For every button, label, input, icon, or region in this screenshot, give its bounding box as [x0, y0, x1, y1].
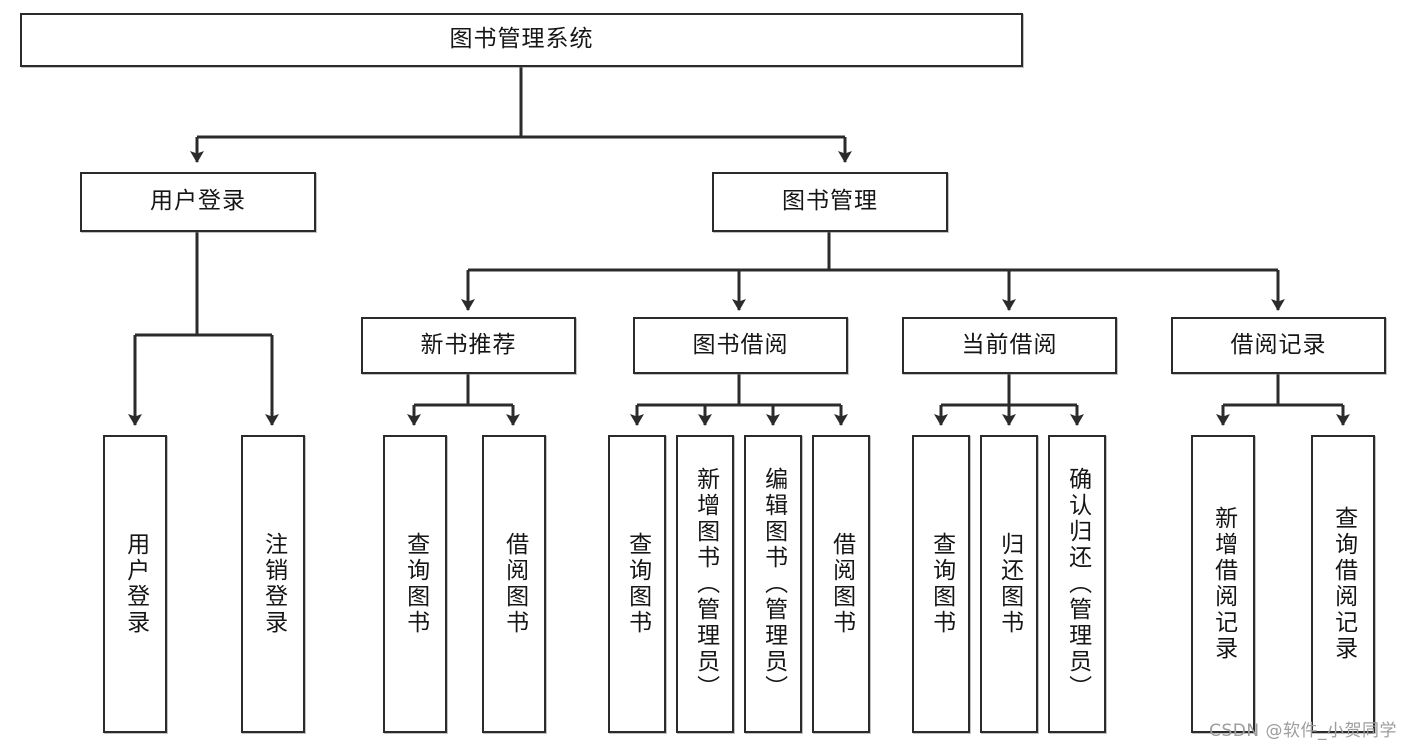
node-leaf-add-book[interactable]: 新增图书（管理员）	[676, 435, 734, 733]
node-user-login[interactable]: 用户登录	[80, 172, 316, 232]
node-current-borrow[interactable]: 当前借阅	[902, 317, 1117, 374]
node-leaf-query-record-label: 查询借阅记录	[1330, 506, 1357, 662]
node-new-book-recommend[interactable]: 新书推荐	[361, 317, 576, 374]
node-leaf-user-logout-label: 注销登录	[260, 532, 287, 636]
node-leaf-return-book[interactable]: 归还图书	[980, 435, 1038, 733]
node-borrow-record-label: 借阅记录	[1230, 331, 1327, 358]
node-book-borrow[interactable]: 图书借阅	[633, 317, 848, 374]
node-leaf-add-record-label: 新增借阅记录	[1210, 506, 1237, 662]
node-leaf-borrow-book-1[interactable]: 借阅图书	[482, 435, 546, 733]
node-root-label: 图书管理系统	[449, 26, 594, 53]
node-book-manage-label: 图书管理	[782, 188, 878, 215]
node-leaf-query-book-1-label: 查询图书	[402, 532, 429, 636]
node-leaf-user-login[interactable]: 用户登录	[103, 435, 167, 733]
node-book-borrow-label: 图书借阅	[692, 331, 789, 358]
node-leaf-query-book-2[interactable]: 查询图书	[608, 435, 666, 733]
node-leaf-query-book-1[interactable]: 查询图书	[383, 435, 447, 733]
node-new-book-recommend-label: 新书推荐	[420, 331, 517, 358]
node-leaf-borrow-book-2[interactable]: 借阅图书	[812, 435, 870, 733]
node-leaf-confirm-return[interactable]: 确认归还（管理员）	[1048, 435, 1106, 733]
node-leaf-query-book-2-label: 查询图书	[624, 532, 651, 636]
node-leaf-query-record[interactable]: 查询借阅记录	[1311, 435, 1375, 733]
csdn-watermark: CSDN @软件_小贺同学	[1209, 721, 1397, 741]
node-leaf-confirm-return-label: 确认归还（管理员）	[1064, 467, 1091, 701]
node-leaf-user-logout[interactable]: 注销登录	[241, 435, 305, 733]
node-book-manage[interactable]: 图书管理	[712, 172, 948, 232]
node-leaf-query-book-3-label: 查询图书	[928, 532, 955, 636]
node-leaf-return-book-label: 归还图书	[996, 532, 1023, 636]
node-leaf-borrow-book-2-label: 借阅图书	[828, 532, 855, 636]
node-leaf-borrow-book-1-label: 借阅图书	[501, 532, 528, 636]
node-leaf-edit-book-label: 编辑图书（管理员）	[760, 467, 787, 701]
node-leaf-query-book-3[interactable]: 查询图书	[912, 435, 970, 733]
node-root[interactable]: 图书管理系统	[20, 13, 1023, 67]
node-leaf-user-login-label: 用户登录	[122, 532, 149, 636]
node-user-login-label: 用户登录	[150, 188, 246, 215]
node-leaf-edit-book[interactable]: 编辑图书（管理员）	[744, 435, 802, 733]
node-leaf-add-book-label: 新增图书（管理员）	[692, 467, 719, 701]
node-leaf-add-record[interactable]: 新增借阅记录	[1191, 435, 1255, 733]
node-current-borrow-label: 当前借阅	[961, 331, 1058, 358]
node-borrow-record[interactable]: 借阅记录	[1171, 317, 1386, 374]
